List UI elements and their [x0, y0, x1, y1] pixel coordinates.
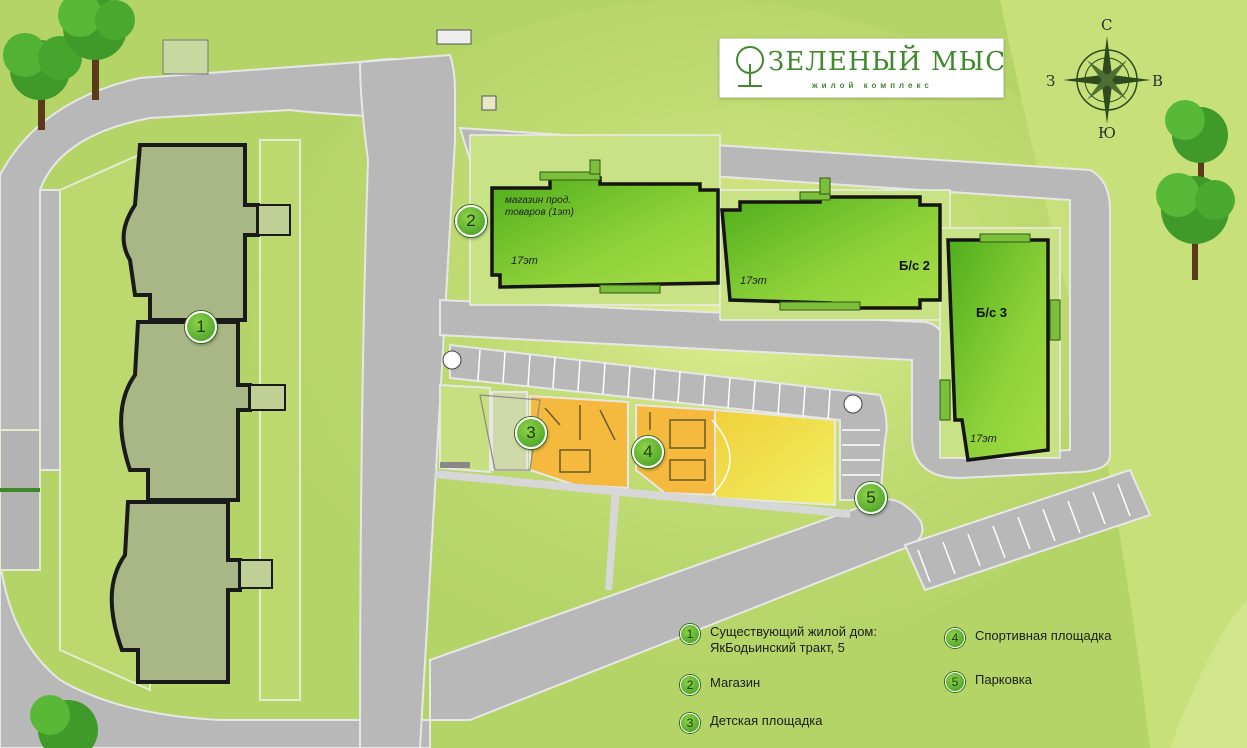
legend-badge: 3	[680, 713, 700, 733]
logo: ЗЕЛЕНЫЙ МЫС жилой комплекс	[719, 38, 1007, 98]
marker-1[interactable]: 1	[185, 311, 217, 343]
building-floors-label: 17эт	[970, 433, 997, 445]
legend-text: ЯкБодьинский тракт, 5	[710, 640, 845, 655]
existing-building-1	[109, 143, 260, 684]
legend-badge: 4	[945, 628, 965, 648]
shop-label: магазин прод. товаров (1эт)	[505, 195, 574, 218]
legend-item-5: 5 Парковка	[945, 672, 1032, 692]
tree-logo-icon	[736, 46, 764, 87]
compass-north: С	[1101, 16, 1113, 34]
legend-item-2: 2 Магазин	[680, 675, 760, 695]
new-buildings	[490, 176, 1050, 462]
marker-2[interactable]: 2	[455, 205, 487, 237]
compass-south: Ю	[1098, 124, 1116, 142]
legend-item-1: 1 Существующий жилой дом: ЯкБодьинский т…	[680, 624, 877, 656]
marker-5[interactable]: 5	[855, 482, 887, 514]
footpaths	[435, 470, 850, 590]
marker-4[interactable]: 4	[632, 436, 664, 468]
parking-lines	[477, 349, 1131, 583]
legend-text: Детская площадка	[710, 713, 823, 728]
tree-icon	[1156, 100, 1235, 280]
marker-3[interactable]: 3	[515, 417, 547, 449]
logo-title: ЗЕЛЕНЫЙ МЫС	[768, 47, 1007, 77]
legend-badge: 1	[680, 624, 700, 644]
bench	[440, 462, 470, 468]
building-entrances	[539, 159, 1061, 421]
legend-badge: 5	[945, 672, 965, 692]
small-kiosk	[481, 95, 497, 111]
legend-text: Магазин	[710, 675, 761, 690]
legend-text: Парковка	[975, 672, 1032, 687]
play-areas	[439, 383, 836, 507]
building-name-bs2: Б/с 2	[899, 258, 931, 273]
legend-badge: 2	[680, 675, 700, 695]
accessible-parking-icon	[442, 350, 863, 414]
legend-item-4: 4 Спортивная площадка	[945, 628, 1112, 648]
legend-text: Существующий жилой дом:	[710, 624, 877, 639]
small-structure	[162, 39, 209, 75]
building-name-bs3: Б/с 3	[976, 305, 1008, 320]
tree-icon	[30, 695, 98, 748]
building-floors-label: 17эт	[511, 255, 538, 267]
compass-rose-icon	[1063, 36, 1151, 124]
compass-east: В	[1152, 72, 1164, 90]
legend-item-3: 3 Детская площадка	[680, 713, 822, 733]
tree-icon	[3, 0, 135, 130]
checkpoint	[436, 29, 472, 45]
legend-text: Спортивная площадка	[975, 628, 1112, 643]
logo-subtitle: жилой комплекс	[812, 81, 933, 90]
building-floors-label: 17эт	[740, 275, 767, 287]
existing-building-annex	[239, 204, 291, 589]
compass-west: З	[1046, 72, 1056, 90]
grass-light-corner	[1170, 600, 1247, 748]
